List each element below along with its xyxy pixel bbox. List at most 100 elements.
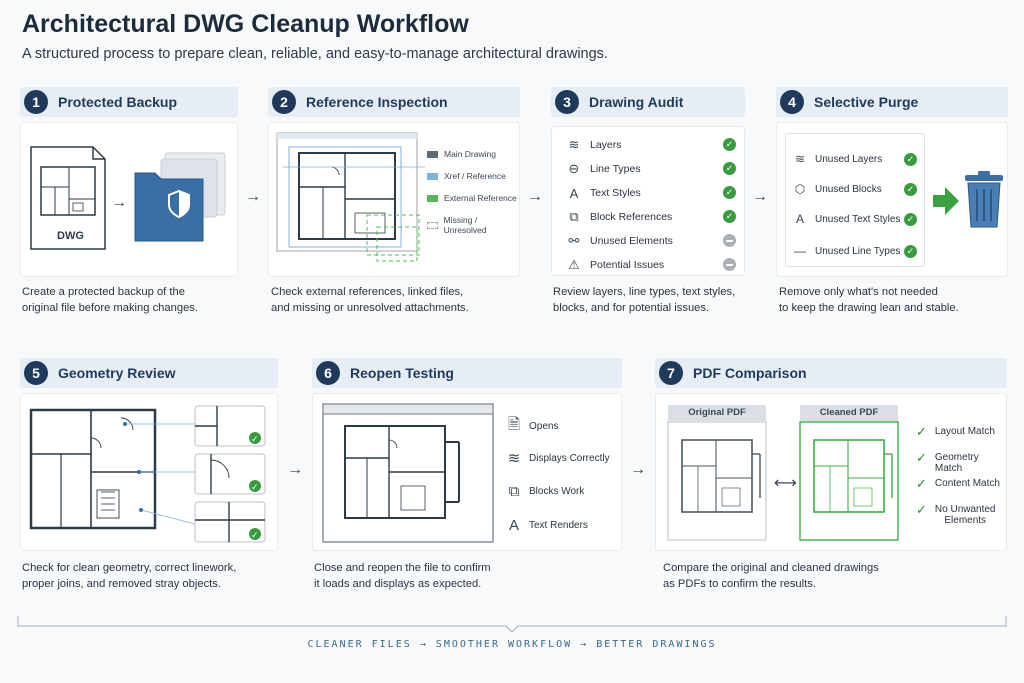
step-6-title: Reopen Testing: [350, 365, 454, 381]
text-check-icon: A: [508, 517, 519, 534]
step-2-header: 2 Reference Inspection: [268, 87, 520, 117]
check-icon: ✓: [904, 212, 917, 226]
step-1-title: Protected Backup: [58, 94, 178, 110]
step-2-title: Reference Inspection: [306, 94, 448, 110]
step-1-panel: DWG →: [20, 122, 238, 277]
cleaned-pdf-sheet: [799, 421, 899, 541]
step-4-title: Selective Purge: [814, 94, 919, 110]
warning-icon: ⚠: [568, 257, 580, 272]
compare-arrow-icon: ⟷: [774, 475, 797, 492]
minus-icon: [723, 234, 736, 247]
trash-icon: [965, 171, 1003, 228]
audit-block-references: ⧉Block References✓: [566, 207, 736, 227]
step-3-desc: Review layers, line types, text styles,b…: [553, 286, 736, 314]
purge-graphic: [933, 171, 1003, 228]
test-displays-correctly: ≋Displays Correctly: [507, 450, 610, 467]
step-5-title: Geometry Review: [58, 365, 176, 381]
check-icon: ✓: [904, 152, 917, 166]
step-1-header: 1 Protected Backup: [20, 87, 238, 117]
link-icon: ⚯: [568, 233, 580, 248]
svg-text:→: →: [111, 194, 127, 211]
legend-xref: Xref / Reference: [427, 171, 506, 181]
detail-box-3: ✓: [194, 501, 266, 543]
arrow-3-4: →: [752, 188, 768, 205]
page-subtitle: A structured process to prepare clean, r…: [22, 46, 608, 62]
step-3-badge: 3: [555, 90, 579, 114]
page-title: Architectural DWG Cleanup Workflow: [22, 10, 469, 38]
arrow-1-2: →: [245, 188, 261, 205]
file-check-icon: 🗎: [507, 416, 521, 433]
purge-unused-blocks: ⬡Unused Blocks✓: [793, 182, 917, 196]
test-opens: 🗎Opens: [507, 414, 559, 439]
legend-missing: Missing / Unresolved: [427, 215, 519, 235]
purge-unused-line-types: —Unused Line Types✓: [793, 244, 917, 258]
cleaned-pdf-label: Cleaned PDF: [800, 405, 898, 421]
purge-unused-layers: ≋Unused Layers✓: [793, 152, 917, 166]
step-7-title: PDF Comparison: [693, 365, 807, 381]
step-5-panel: ✓ ✓ ✓: [20, 393, 278, 551]
file-label: DWG: [57, 230, 84, 242]
block-check-icon: ⧉: [508, 483, 520, 500]
check-icon: ✓: [904, 244, 917, 258]
check-icon: ✓: [723, 210, 736, 223]
tick-icon: ✓: [916, 450, 927, 465]
window-plan-illustration: [322, 403, 494, 543]
detail-box-1: ✓: [194, 405, 266, 447]
legend-external-reference: External Reference: [427, 193, 517, 203]
svg-text:✓: ✓: [251, 482, 259, 492]
footer-tagline: CLEANER FILES → SMOOTHER WORKFLOW → BETT…: [307, 639, 717, 650]
cube-icon: ⬡: [794, 182, 806, 196]
layers-icon: ≋: [794, 152, 806, 166]
footer-bracket: [17, 616, 1007, 633]
line-icon: —: [794, 244, 806, 258]
legend-main-drawing: Main Drawing: [427, 149, 496, 159]
audit-unused-elements: ⚯Unused Elements: [566, 231, 736, 251]
block-icon: ⧉: [569, 209, 579, 224]
check-icon: ✓: [904, 182, 917, 196]
check-layout-match: ✓Layout Match: [916, 424, 995, 439]
reference-plan-illustration: [276, 132, 425, 262]
audit-line-types: ⊖Line Types✓: [566, 159, 736, 179]
minus-icon: [723, 258, 736, 271]
tick-icon: ✓: [916, 424, 927, 439]
svg-text:✓: ✓: [251, 434, 259, 444]
original-pdf-sheet: [667, 421, 767, 541]
file-icon: [30, 146, 106, 250]
step-3-header: 3 Drawing Audit: [551, 87, 745, 117]
step-6-header: 6 Reopen Testing: [312, 358, 622, 388]
step-5-desc: Check for clean geometry, correct linewo…: [22, 562, 237, 590]
text-icon: A: [795, 212, 804, 226]
step-4-header: 4 Selective Purge: [776, 87, 1008, 117]
step-6-panel: 🗎Opens ≋Displays Correctly ⧉Blocks Work …: [312, 393, 622, 551]
detail-box-2: ✓: [194, 453, 266, 495]
check-icon: ✓: [723, 186, 736, 199]
step-5-badge: 5: [24, 361, 48, 385]
test-blocks-work: ⧉Blocks Work: [508, 483, 585, 500]
step-4-badge: 4: [780, 90, 804, 114]
step-7-panel: Original PDF Cleaned PDF ⟷ ✓Layout Match: [655, 393, 1007, 551]
step-3-title: Drawing Audit: [589, 94, 684, 110]
pdf-comparison-illustration: ⟷: [667, 421, 899, 541]
purge-list: [785, 133, 925, 267]
green-arrow-icon: [933, 187, 959, 215]
check-content-match: ✓Content Match: [916, 476, 1000, 491]
step-5-header: 5 Geometry Review: [20, 358, 278, 388]
svg-text:✓: ✓: [251, 530, 259, 540]
step-7-badge: 7: [659, 361, 683, 385]
arrow-2-3: →: [527, 188, 543, 205]
check-icon: ✓: [723, 138, 736, 151]
backup-illustration: DWG →: [30, 146, 226, 250]
step-2-desc: Check external references, linked files,…: [271, 286, 469, 314]
step-2-panel: Main Drawing Xref / Reference External R…: [268, 122, 520, 277]
step-1-badge: 1: [24, 90, 48, 114]
layers-check-icon: ≋: [507, 450, 521, 467]
tick-icon: ✓: [916, 502, 927, 517]
